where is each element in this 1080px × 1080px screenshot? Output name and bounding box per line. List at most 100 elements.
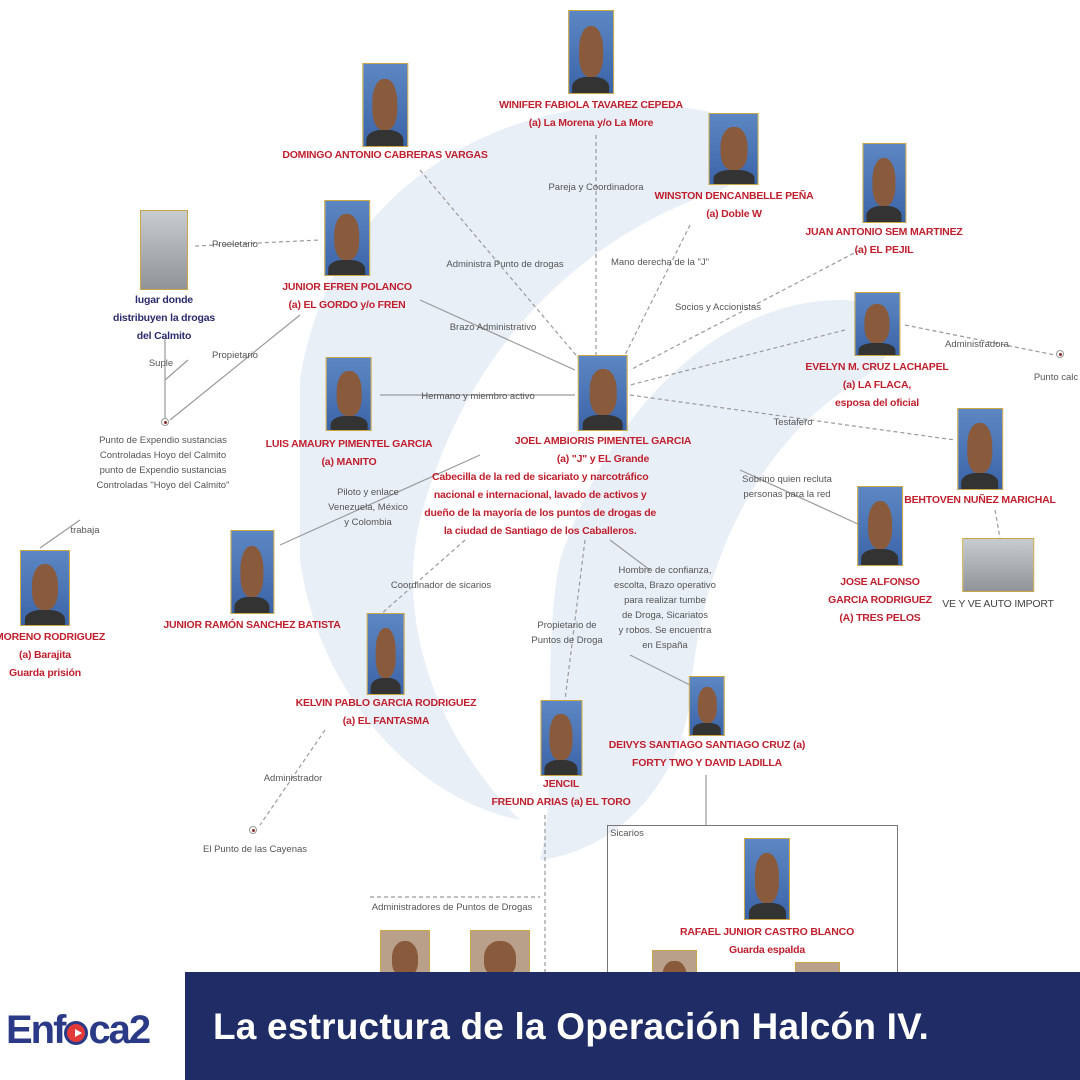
node-junior-ramon: JUNIOR RAMÓN SANCHEZ BATISTA — [163, 530, 341, 634]
edge-label: Mano derecha de la "J" — [611, 255, 709, 270]
node-label-line: JUNIOR RAMÓN SANCHEZ BATISTA — [163, 619, 341, 631]
node-description: Cabecilla de la red de sicariato y narco… — [424, 471, 657, 537]
node-label-line: del Calmito — [136, 330, 192, 342]
node-label-line: JUNIOR EFREN POLANCO — [282, 281, 412, 293]
person-photo — [324, 200, 370, 276]
edge-label: Administradora — [945, 337, 1009, 352]
edge-label-line: Brazo Administrativo — [449, 322, 537, 333]
node-label-line: (a) EL PEJIL — [854, 244, 914, 256]
person-photo — [539, 700, 582, 776]
edge-label-line: Hermano y miembro activo — [421, 391, 535, 402]
place-label-line: Punto de Expendio sustancias — [99, 435, 227, 446]
person-photo — [861, 143, 906, 223]
edge-label: Proeletario — [212, 237, 258, 252]
location-pin-icon — [249, 826, 257, 834]
node-label-line: distribuyen la drogas — [113, 312, 215, 324]
person-photo — [688, 676, 725, 736]
node-label-line: FREUND ARIAS (a) EL TORO — [491, 796, 631, 808]
edge-label: trabaja — [70, 523, 99, 538]
node-label-line: DEIVYS SANTIAGO SANTIAGO CRUZ (a) — [608, 739, 806, 751]
edge-label-line: Suple — [148, 358, 174, 369]
relationship-line — [629, 249, 861, 371]
person-photo — [744, 838, 790, 920]
node-label-line: (a) EL GORDO y/o FREN — [288, 299, 406, 311]
relationship-line — [609, 539, 651, 571]
relationship-line — [164, 359, 189, 381]
relationship-line — [629, 394, 956, 441]
node-label-line: GARCIA RODRIGUEZ — [828, 594, 932, 606]
edge-label-line: Testafero — [773, 417, 813, 428]
edge-label-line: Mano derecha de la "J" — [610, 257, 710, 268]
place-punto-calc: Punto calc — [1034, 370, 1078, 385]
relationship-line — [379, 539, 466, 616]
relationship-line — [904, 324, 1056, 356]
node-label-line: FORTY TWO Y DAVID LADILLA — [632, 757, 782, 769]
node-label-line: VE Y VE AUTO IMPORT — [942, 598, 1054, 610]
edge-label: Propietario de Puntos de Droga — [531, 618, 602, 648]
edge-label-line: y robos. Se encuentra — [618, 625, 712, 636]
node-label-line: (a) Barajita — [19, 649, 71, 661]
edge-label: Administrador — [264, 771, 323, 786]
place-photo — [140, 210, 188, 290]
edge-label: Administra Punto de drogas — [446, 257, 563, 272]
relationship-line — [739, 469, 861, 526]
node-label-line: Guarda prisión — [9, 667, 81, 679]
person-photo — [568, 10, 614, 94]
edge-label-line: Puntos de Droga — [531, 635, 603, 646]
edge-label: Socios y Accionistas — [675, 300, 761, 315]
node-label-line: (a) Doble W — [706, 208, 762, 220]
relationship-line — [629, 654, 691, 686]
relationship-line — [169, 314, 301, 421]
place-label-line: punto de Expendio sustancias — [99, 465, 227, 476]
node-label-line: WINIFER FABIOLA TAVAREZ CEPEDA — [499, 99, 683, 111]
caption-banner: La estructura de la Operación Halcón IV. — [185, 972, 1080, 1080]
person-photo — [19, 550, 70, 626]
edge-label-line: Pareja y Coordinadora — [548, 182, 644, 193]
relationship-line — [259, 729, 326, 826]
place-label-line: Controladas "Hoyo del Calmito" — [96, 480, 230, 491]
node-label-line: EVELYN M. CRUZ LACHAPEL — [805, 361, 949, 373]
node-lugar: lugar donde distribuyen la drogas del Calm… — [113, 210, 215, 345]
edge-label-line: Proeletario — [212, 239, 258, 250]
play-icon — [64, 1021, 89, 1045]
node-label-line: LUIS AMAURY PIMENTEL GARCIA — [265, 438, 433, 450]
place-punto-cayenas: El Punto de las Cayenas — [203, 842, 307, 857]
place-label-line: Punto calc — [1033, 372, 1079, 383]
location-pin-icon — [1056, 350, 1064, 358]
node-ve-y-ve: VE Y VE AUTO IMPORT — [942, 538, 1054, 613]
watermark-logo — [300, 104, 893, 860]
node-label-line: DOMINGO ANTONIO CABRERAS VARGAS — [282, 149, 488, 161]
edge-label: Testafero — [773, 415, 812, 430]
relationship-line — [279, 454, 481, 546]
node-label-line: lugar donde — [135, 294, 193, 306]
person-photo — [577, 355, 628, 431]
relationship-line — [564, 539, 586, 701]
relationship-line — [994, 509, 1001, 539]
node-label-line: (a) EL FANTASMA — [342, 715, 430, 727]
node-deivys: DEIVYS SANTIAGO SANTIAGO CRUZ (a) FORTY T… — [609, 676, 805, 772]
relationship-line — [629, 329, 846, 386]
node-label-line: JUAN ANTONIO SEM MARTINEZ — [805, 226, 963, 238]
edge-label-line: Administra Punto de drogas — [446, 259, 564, 270]
node-label-line: BEHTOVEN NUÑEZ MARICHAL — [904, 494, 1056, 506]
edge-label-line: para realizar tumbe — [624, 595, 706, 606]
edge-label: Administradores de Puntos de Drogas — [372, 900, 533, 915]
edge-label-line: Hombre de confianza, — [618, 565, 712, 576]
edge-label: Coordinador de sicarios — [391, 578, 491, 593]
node-label-line: JOSE ALFONSO — [840, 576, 920, 588]
node-label-line: JENCIL — [542, 778, 580, 790]
node-behtoven: BEHTOVEN NUÑEZ MARICHAL — [904, 408, 1056, 509]
edge-label-line: Sobrino quien recluta — [742, 474, 832, 485]
edge-label-line: Coordinador de sicarios — [390, 580, 492, 591]
edge-label-line: Propietario de — [537, 620, 597, 631]
node-label-line: Guarda espalda — [729, 944, 805, 956]
location-pin-icon — [161, 418, 169, 426]
edge-label-line: trabaja — [70, 525, 100, 536]
node-junior-efren: JUNIOR EFREN POLANCO (a) EL GORDO y/o FRE… — [282, 200, 412, 314]
edge-label: Brazo Administrativo — [450, 320, 537, 335]
person-photo — [709, 113, 759, 185]
